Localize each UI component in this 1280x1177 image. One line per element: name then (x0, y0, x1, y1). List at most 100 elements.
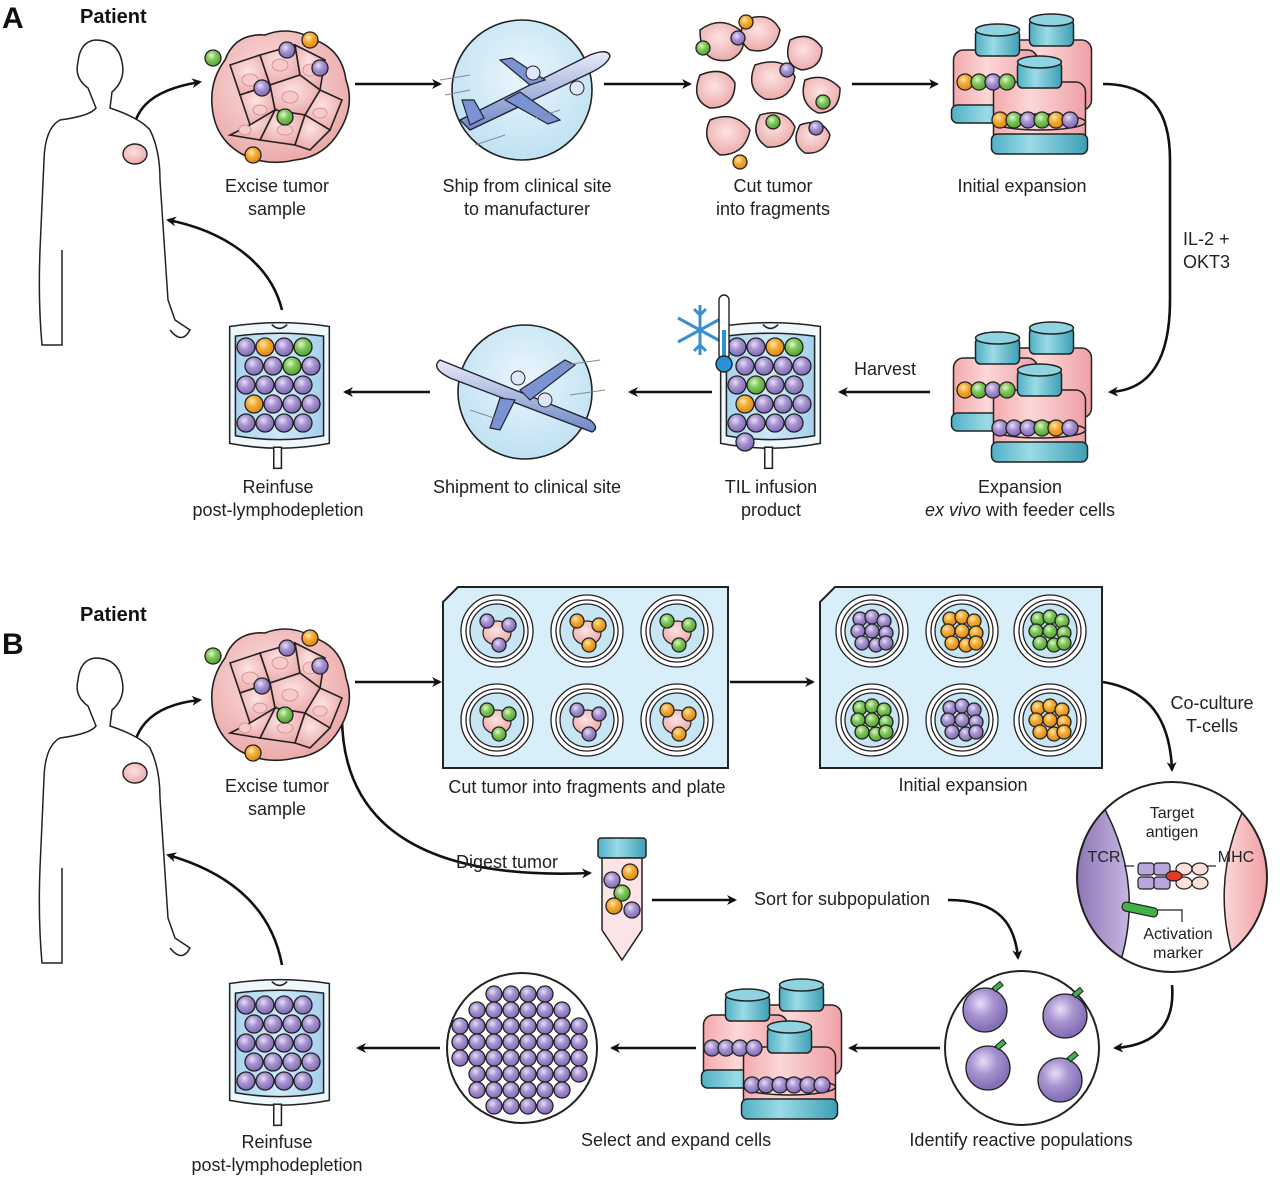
t-cell-purple (727, 337, 747, 357)
t-cell-purple (623, 901, 641, 919)
t-cell-purple (773, 394, 793, 414)
t-cell-purple (502, 1049, 520, 1067)
t-cell-purple (792, 394, 812, 414)
snowflake-icon (677, 305, 723, 355)
t-cell-purple (468, 1017, 486, 1035)
t-cell-purple (485, 1001, 503, 1019)
t-cell-purple (570, 1033, 588, 1051)
t-cell-purple (553, 1033, 571, 1051)
t-cell-orange (681, 706, 697, 722)
t-cell-purple (864, 623, 880, 639)
t-cell-orange (738, 14, 754, 30)
t-cell-green (204, 49, 222, 67)
t-cell-purple (536, 1049, 554, 1067)
step-text: to manufacturer (463, 199, 591, 219)
t-cell-purple (519, 1001, 537, 1019)
t-cell-orange (671, 726, 687, 742)
t-cell-purple (278, 41, 296, 59)
arrow-sort-to-identify (947, 898, 1023, 960)
arrow-synapse-to-identify (1113, 984, 1174, 1053)
il2-okt3-label: IL-2 + OKT3 (1183, 228, 1230, 274)
t-cell-purple (244, 1052, 264, 1072)
t-cell-purple (468, 1049, 486, 1067)
t-cell-orange (244, 744, 262, 762)
t-cell-purple (553, 1017, 571, 1035)
t-cell-green (659, 613, 675, 629)
t-cell-purple (501, 617, 517, 633)
digest-label: Digest tumor (455, 852, 559, 872)
t-cell-purple (813, 1076, 831, 1094)
t-cell-purple (569, 702, 585, 718)
t-cell-purple (754, 356, 774, 376)
tcr-label: TCR (1087, 849, 1121, 866)
t-cell-green (681, 617, 697, 633)
t-cell-purple (468, 1033, 486, 1051)
t-cell-purple (536, 1065, 554, 1083)
t-cell-green (282, 356, 302, 376)
step-text: TIL infusion (724, 477, 818, 497)
t-cell-green (815, 94, 831, 110)
t-cell-purple (519, 1097, 537, 1115)
t-cell-purple (536, 1081, 554, 1099)
patient-figure-a (38, 39, 191, 346)
step-label-reinfuse-a: Reinfuse post-lymphodepletion (192, 476, 363, 522)
coculture-label: Co-culture T-cells (1170, 692, 1253, 738)
t-cell-green (1042, 623, 1058, 639)
t-cell-purple (965, 1045, 1011, 1091)
t-cell-purple (502, 985, 520, 1003)
t-cell-green (695, 40, 711, 56)
label-text: T-cells (1185, 716, 1238, 736)
arrow-il2-okt3 (1102, 82, 1172, 397)
t-cell-purple (570, 1049, 588, 1067)
sort-label: Sort for subpopulation (753, 889, 931, 909)
step-text: product (740, 500, 802, 520)
t-cell-purple (745, 1039, 763, 1057)
t-cell-purple (581, 726, 597, 742)
t-cell-purple (784, 413, 804, 433)
t-cell-purple (553, 1049, 571, 1067)
shipping-plane-icon-2 (436, 324, 606, 460)
t-cell-purple (779, 62, 795, 78)
t-cell-purple (603, 871, 621, 889)
t-cell-purple (311, 59, 329, 77)
t-cell-purple (451, 1017, 469, 1035)
step-text: with feeder cells (980, 500, 1116, 520)
t-cell-purple (502, 1065, 520, 1083)
t-cell-purple (730, 30, 746, 46)
t-cell-purple (451, 1049, 469, 1067)
t-cell-purple (854, 635, 870, 651)
arrow-digest (340, 715, 592, 879)
t-cell-purple (536, 1001, 554, 1019)
t-cell-purple (479, 613, 495, 629)
t-cell-green (864, 712, 880, 728)
t-cell-purple (236, 413, 256, 433)
t-cell-purple (502, 1033, 520, 1051)
t-cell-green (501, 706, 517, 722)
t-cell-orange (255, 337, 275, 357)
t-cell-orange (1056, 724, 1072, 740)
thermometer-icon (715, 294, 733, 373)
step-text: post-lymphodepletion (192, 500, 364, 520)
t-cell-purple (502, 1097, 520, 1115)
t-cell-purple (293, 1033, 313, 1053)
step-text: Reinfuse (242, 477, 314, 497)
t-cell-purple (765, 375, 785, 395)
t-cell-green (784, 337, 804, 357)
step-text-italic: ex vivo (924, 500, 981, 520)
t-cell-purple (278, 639, 296, 657)
step-text: Expansion (977, 477, 1063, 497)
arrow-bag-to-patient-a (166, 216, 284, 311)
t-cell-purple (301, 1052, 321, 1072)
t-cell-purple (253, 79, 271, 97)
t-cell-purple (553, 1065, 571, 1083)
t-cell-purple (301, 1014, 321, 1034)
t-cell-green (765, 114, 781, 130)
t-cell-purple (274, 1033, 294, 1053)
t-cell-purple (485, 1017, 503, 1035)
t-cell-green (854, 724, 870, 740)
step-label-expansion-feeder: Expansion ex vivo with feeder cells (925, 476, 1115, 522)
t-cell-purple (792, 356, 812, 376)
t-cell-orange (569, 613, 585, 629)
t-cell-purple (536, 1097, 554, 1115)
